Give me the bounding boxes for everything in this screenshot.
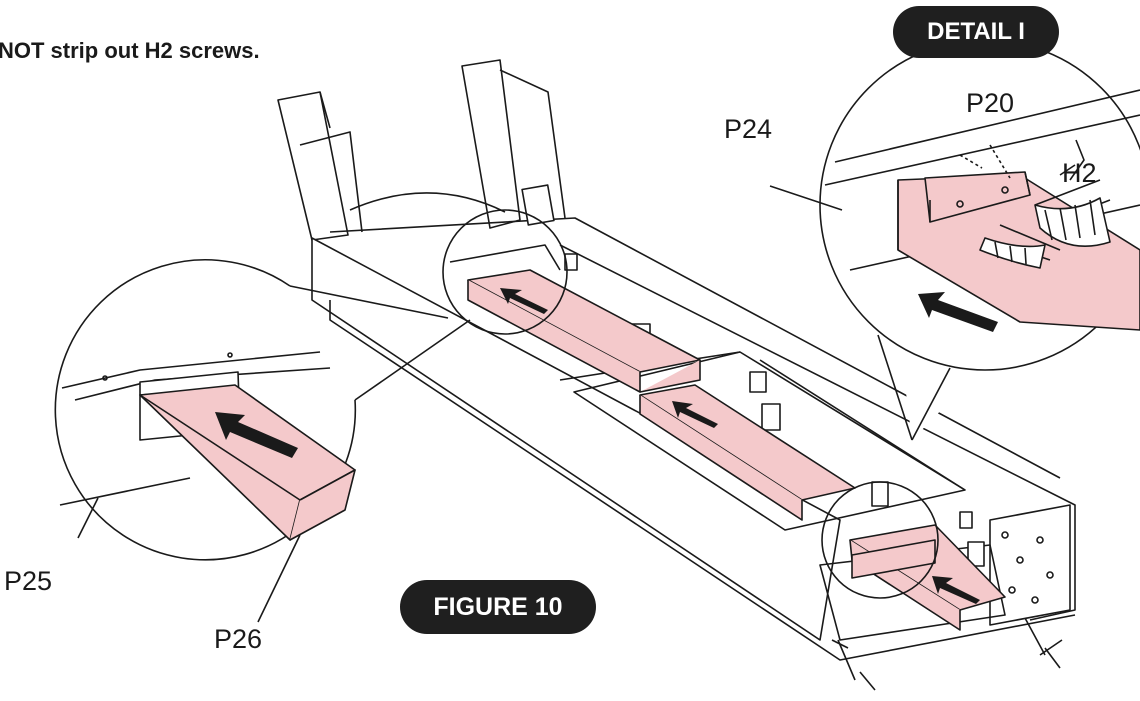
label-h2: H2 xyxy=(1062,158,1097,188)
label-p20: P20 xyxy=(966,88,1015,118)
callout-small-front xyxy=(821,481,939,599)
label-p26: P26 xyxy=(214,624,263,654)
left-detail-callout xyxy=(54,259,471,623)
label-p25: P25 xyxy=(4,566,53,596)
figure-badge: FIGURE 10 xyxy=(400,580,596,634)
instruction-text: NOT strip out H2 screws. xyxy=(0,38,260,63)
callout-small-rear xyxy=(442,209,568,335)
rail-front xyxy=(849,524,1006,631)
label-p24: P24 xyxy=(724,114,773,144)
detail-badge: DETAIL I xyxy=(893,6,1059,58)
direction-arrow xyxy=(500,288,980,604)
rail-rear xyxy=(467,269,701,393)
right-detail-callout xyxy=(769,25,1140,441)
